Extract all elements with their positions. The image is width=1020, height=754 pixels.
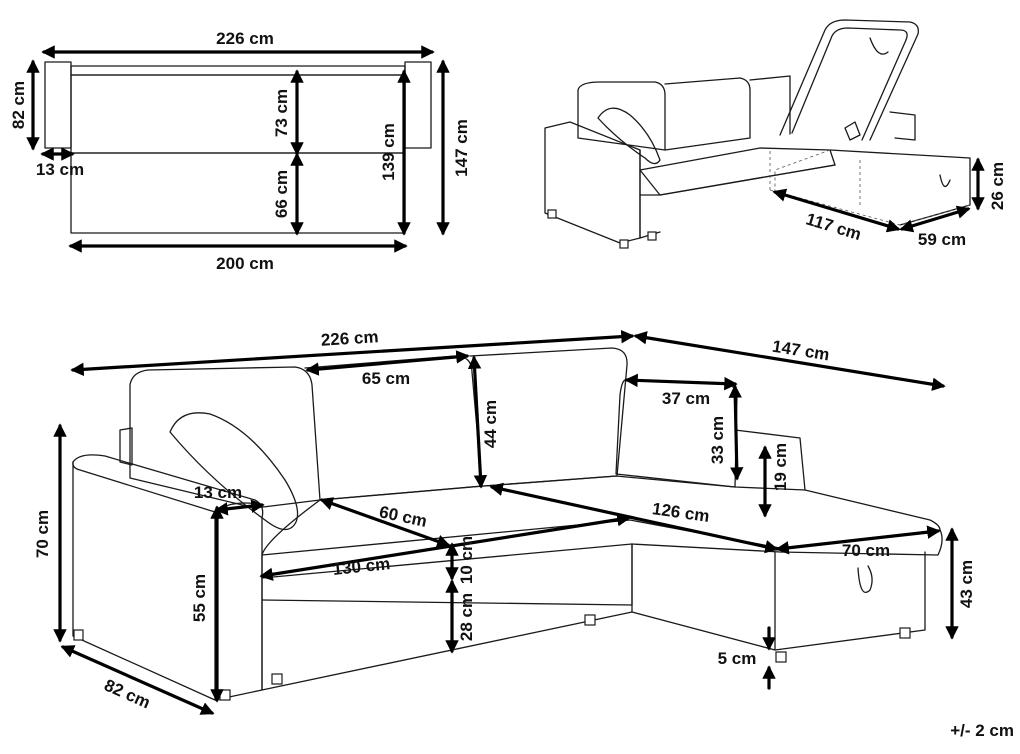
storage-width-label: 59 cm: [918, 230, 966, 249]
seat-depth-label: 60 cm: [378, 502, 429, 531]
storage-box-dashed: [769, 149, 971, 226]
storage-pull-strap: [939, 174, 951, 187]
storage-seat: [639, 147, 836, 196]
storage-lid-handle: [869, 37, 889, 55]
chaise-height-label: 43 cm: [957, 560, 976, 608]
sofa-base: [261, 543, 633, 606]
top-view-dimensions: [26, 45, 450, 253]
cushion-width-label: 65 cm: [362, 369, 410, 388]
top-armrest-label: 13 cm: [36, 160, 84, 179]
chaise-cushion-width-label: 37 cm: [662, 389, 710, 408]
throw-pillow: [169, 412, 299, 531]
armrest-width-label: 13 cm: [194, 483, 242, 502]
right-armrest-outline: [404, 61, 432, 149]
left-armrest-outline: [44, 61, 72, 149]
storage-height-label: 26 cm: [988, 162, 1007, 210]
seat-height-label: 28 cm: [457, 593, 476, 641]
top-width-label: 226 cm: [216, 29, 274, 48]
total-height-label: 70 cm: [33, 510, 52, 558]
top-backrest-label: 73 cm: [272, 89, 291, 137]
storage-view-dimensions: [772, 157, 985, 233]
tolerance-note: +/- 2 cm: [950, 721, 1014, 740]
storage-pillow: [597, 107, 661, 165]
chaise-backrest: [734, 429, 806, 491]
storage-view-drawing: [544, 19, 971, 249]
chaise-cushion-height-label: 33 cm: [708, 416, 727, 464]
chaise-front-panel: [631, 543, 776, 651]
main-view-dimensions: [53, 329, 959, 715]
top-chaise-depth-label: 147 cm: [452, 119, 471, 177]
cushion-height-label: 44 cm: [481, 400, 500, 448]
chaise-seat-length-label: 126 cm: [651, 499, 711, 526]
chaise-pull-strap: [857, 565, 873, 594]
storage-back-cushion-2: [664, 77, 751, 151]
backrest-top-outline: [70, 65, 406, 76]
top-bed-length-label: 139 cm: [379, 123, 398, 181]
top-seat-label: 66 cm: [272, 170, 291, 218]
storage-lid-hinge: [844, 121, 861, 141]
arm-height-label: 55 cm: [190, 574, 209, 622]
chaise-backrest-height-label: 19 cm: [771, 443, 790, 491]
chaise-side-panel: [774, 551, 926, 651]
leg-height-label: 5 cm: [718, 649, 757, 668]
main-width-label: 226 cm: [320, 327, 379, 349]
top-bed-width-label: 200 cm: [216, 254, 274, 273]
seat-thickness-label: 10 cm: [457, 536, 476, 584]
top-depth-label: 82 cm: [9, 81, 28, 129]
storage-back-cushion-1: [577, 81, 666, 151]
seat-width-label: 130 cm: [332, 554, 391, 579]
top-view-drawing: [44, 61, 432, 234]
chaise-width-label: 70 cm: [842, 541, 890, 560]
seat-area-outline: [70, 74, 406, 154]
storage-lid-raised: [779, 19, 919, 141]
main-view-drawing: [72, 347, 943, 701]
bed-extension-outline: [70, 152, 406, 234]
depth-label: 82 cm: [101, 675, 153, 712]
storage-back-cushion-3: [749, 75, 791, 135]
